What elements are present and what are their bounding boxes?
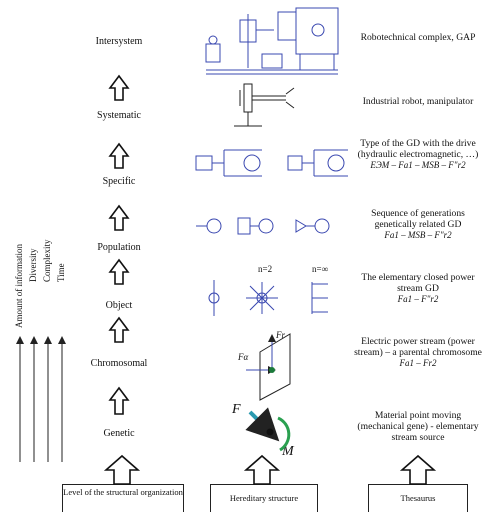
object-n2-label: n=2 (258, 264, 273, 274)
gene-m-label: M (282, 444, 294, 459)
thesaurus-closed-power-stream: The elementary closed power stream GD Fa… (352, 272, 484, 305)
chromosome-fa-label: Fα (238, 352, 249, 362)
level-genetic: Genetic (103, 428, 135, 439)
thesaurus-gd-type: Type of the GD with the drive (hydraulic… (352, 138, 484, 171)
thesaurus-mechanical-gene: Material point moving (mechanical gene) … (352, 410, 484, 443)
closed-power-stream-drawing (208, 280, 328, 316)
thesaurus-industrial-robot: Industrial robot, manipulator (352, 96, 484, 107)
level-specific: Specific (102, 176, 136, 187)
thesaurus-text: Electric power stream (power stream) – a… (354, 336, 482, 358)
generation-sequence-drawing (196, 217, 330, 235)
thesaurus-text: Robotechnical complex, GAP (360, 32, 476, 43)
level-population: Population (97, 242, 141, 253)
up-arrow-1 (108, 74, 130, 101)
thesaurus-generations: Sequence of generations genetically rela… (352, 208, 484, 241)
thesaurus-formula: Fa1 – MSB – F"r2 (384, 230, 452, 240)
thesaurus-text: Industrial robot, manipulator (362, 96, 474, 107)
thesaurus-formula: EЭM – Fa1 – MSB – F"r2 (370, 160, 466, 170)
thesaurus-robotechnical-complex: Robotechnical complex, GAP (352, 32, 484, 43)
parental-chromosome-drawing (246, 333, 291, 401)
up-arrow-4 (108, 258, 130, 285)
thesaurus-parental-chromosome: Electric power stream (power stream) – a… (352, 336, 484, 369)
gd-drive-schemes (195, 149, 348, 177)
robotechnical-complex-drawing (205, 7, 339, 75)
up-arrow-6 (108, 386, 130, 415)
level-intersystem: Intersystem (95, 36, 143, 47)
object-ninf-label: n=∞ (312, 264, 328, 274)
up-arrow-2 (108, 142, 130, 169)
industrial-robot-drawing (234, 83, 295, 127)
footer-arrow-right (399, 454, 437, 485)
chromosome-fr-label: Fr (276, 330, 285, 340)
up-arrow-5 (108, 316, 130, 343)
up-arrow-3 (108, 204, 130, 231)
thesaurus-text: Material point moving (mechanical gene) … (357, 410, 479, 443)
axis-arrows (16, 336, 66, 462)
thesaurus-formula: Fa1 – F"r2 (397, 294, 439, 304)
material-point-drawing (245, 407, 291, 452)
footer-arrow-left (103, 454, 141, 485)
footer-arrow-middle (243, 454, 281, 485)
level-chromosomal: Chromosomal (90, 358, 148, 369)
level-object: Object (105, 300, 133, 311)
gene-f-label: F (232, 402, 241, 417)
thesaurus-text: Type of the GD with the drive (hydraulic… (357, 138, 479, 160)
level-systematic: Systematic (97, 110, 141, 121)
thesaurus-text: The elementary closed power stream GD (361, 272, 475, 294)
thesaurus-text: Sequence of generations genetically rela… (371, 208, 465, 230)
thesaurus-formula: Fa1 – Fr2 (399, 358, 437, 368)
